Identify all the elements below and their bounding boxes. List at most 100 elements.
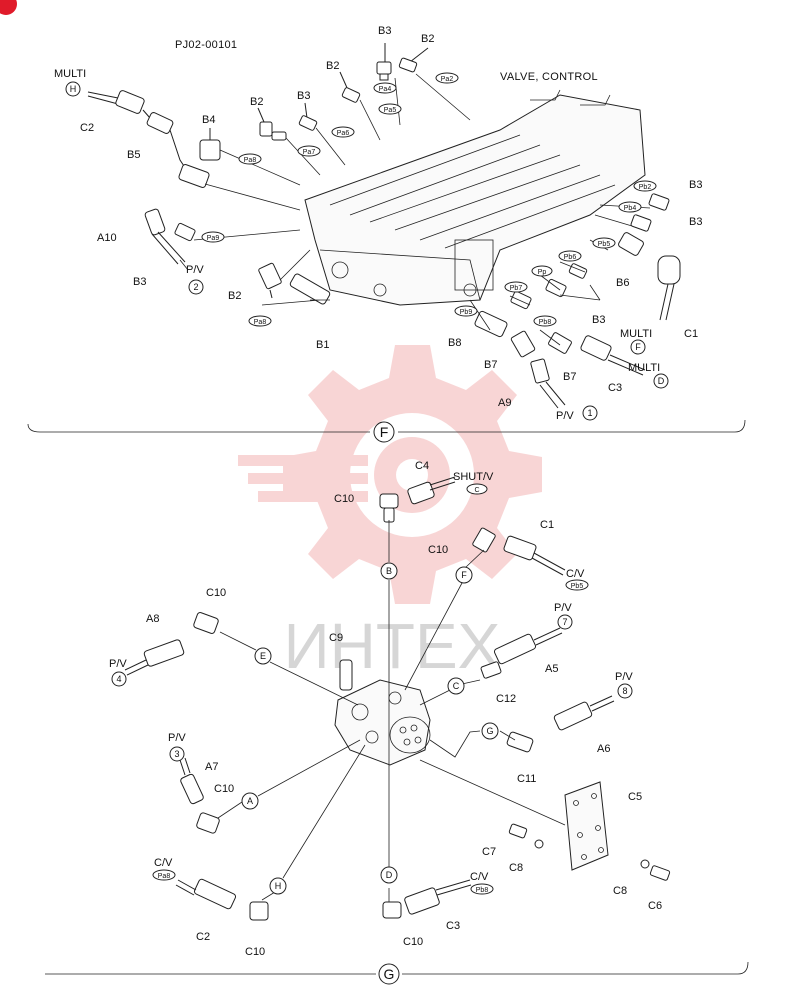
tag-pa8-g: Pa8 bbox=[158, 873, 171, 880]
corner-badge bbox=[0, 0, 17, 15]
label-multi-d: MULTI bbox=[628, 362, 660, 374]
label-cv-top: C/V bbox=[566, 568, 585, 580]
label-c8-left: C8 bbox=[509, 862, 523, 874]
label-b3-right-mid: B3 bbox=[689, 216, 702, 228]
label-b2-top: B2 bbox=[421, 33, 434, 45]
assembly-title: VALVE, CONTROL bbox=[500, 71, 598, 83]
view-g-circle bbox=[378, 963, 400, 985]
view-g-bracket bbox=[45, 961, 749, 975]
label-pv-7: P/V bbox=[554, 602, 572, 614]
label-b3-right-low: B3 bbox=[592, 314, 605, 326]
control-valve-body bbox=[304, 89, 646, 306]
tag-pa8-lower: Pa8 bbox=[254, 319, 267, 326]
circle-3: 3 bbox=[174, 749, 179, 759]
tag-pb9: Pb9 bbox=[460, 309, 473, 316]
label-b3-top: B3 bbox=[378, 25, 391, 37]
label-c2-f: C2 bbox=[80, 122, 94, 134]
label-c1-f: C1 bbox=[684, 328, 698, 340]
circle-d-f: D bbox=[658, 376, 665, 386]
tag-pb8: Pb8 bbox=[539, 319, 552, 326]
circle-g-small: G bbox=[486, 726, 493, 736]
watermark-text: ИНТЕХ bbox=[284, 610, 501, 682]
label-c6: C6 bbox=[648, 900, 662, 912]
tag-pa7: Pa7 bbox=[303, 149, 316, 156]
label-c2-g: C2 bbox=[196, 931, 210, 943]
label-c10-bottom: C10 bbox=[403, 936, 423, 948]
label-a9: A9 bbox=[498, 397, 511, 409]
tag-pa2: Pa2 bbox=[441, 76, 454, 83]
tag-pb4: Pb4 bbox=[624, 205, 637, 212]
label-multi-h: MULTI bbox=[54, 68, 86, 80]
label-c10-a7: C10 bbox=[214, 783, 234, 795]
tag-pb6: Pb6 bbox=[564, 254, 577, 261]
view-f-bracket bbox=[27, 419, 746, 433]
label-cv-bottom: C/V bbox=[470, 871, 489, 883]
label-a6: A6 bbox=[597, 743, 610, 755]
view-g-fittings bbox=[124, 476, 671, 921]
label-c10-left: C10 bbox=[206, 587, 226, 599]
circle-1: 1 bbox=[587, 408, 592, 418]
label-b2-lower: B2 bbox=[228, 290, 241, 302]
tag-pa4: Pa4 bbox=[379, 86, 392, 93]
circle-e: E bbox=[260, 651, 266, 661]
label-b5: B5 bbox=[127, 149, 140, 161]
label-b3-left: B3 bbox=[133, 276, 146, 288]
tag-pb5: Pb5 bbox=[598, 241, 611, 248]
label-c7: C7 bbox=[482, 846, 496, 858]
label-b1: B1 bbox=[316, 339, 329, 351]
document-code: PJ02-00101 bbox=[175, 39, 237, 51]
c5-mounting-plate bbox=[564, 781, 609, 871]
manifold-body bbox=[334, 659, 431, 766]
label-pv-3: P/V bbox=[168, 732, 186, 744]
label-c12: C12 bbox=[496, 693, 516, 705]
label-b7-left: B7 bbox=[484, 359, 497, 371]
view-f-circle-callouts: H 2 1 F D bbox=[65, 81, 669, 421]
label-c10-top: C10 bbox=[334, 493, 354, 505]
label-a8: A8 bbox=[146, 613, 159, 625]
circle-a: A bbox=[247, 796, 253, 806]
view-f-part-labels: B3 B2 B2 B3 B2 B4 MULTI C2 B5 A10 B3 P/V… bbox=[54, 25, 702, 422]
label-b2-elbow: B2 bbox=[250, 96, 263, 108]
view-f-port-tags: Pa2 Pa4 Pa5 Pa6 Pa7 Pa8 Pa9 Pa8 Pb2 Pb4 … bbox=[201, 72, 657, 327]
label-pv-4: P/V bbox=[109, 658, 127, 670]
circle-h-f: H bbox=[70, 84, 77, 94]
label-b3-mid: B3 bbox=[297, 90, 310, 102]
label-c10-right: C10 bbox=[428, 544, 448, 556]
view-g-leader-lines bbox=[217, 520, 566, 902]
label-b4: B4 bbox=[202, 114, 215, 126]
tag-pb5-g: Pb5 bbox=[571, 583, 584, 590]
label-a7: A7 bbox=[205, 761, 218, 773]
view-f-circle bbox=[373, 421, 395, 443]
tag-c: C bbox=[474, 487, 479, 494]
view-g-circle-callouts: B F E C G A H D 7 4 8 3 bbox=[111, 562, 633, 895]
tag-pb7: Pb7 bbox=[510, 285, 523, 292]
label-pv-1: P/V bbox=[556, 410, 574, 422]
label-c3-f: C3 bbox=[608, 382, 622, 394]
view-g-label: G bbox=[384, 966, 395, 982]
label-b6: B6 bbox=[616, 277, 629, 289]
view-g-part-labels: C4 SHUT/V C10 C1 C10 C/V C10 A8 P/V C9 P… bbox=[109, 460, 662, 958]
label-b8: B8 bbox=[448, 337, 461, 349]
label-b3-right-top: B3 bbox=[689, 179, 702, 191]
tag-pb2: Pb2 bbox=[639, 184, 652, 191]
tag-pa8: Pa8 bbox=[244, 157, 257, 164]
circle-2: 2 bbox=[193, 282, 198, 292]
label-b2-mid: B2 bbox=[326, 60, 339, 72]
circle-f-g: F bbox=[461, 570, 467, 580]
circle-d-g: D bbox=[386, 870, 393, 880]
circle-8: 8 bbox=[622, 686, 627, 696]
label-b7-right: B7 bbox=[563, 371, 576, 383]
view-f-fittings bbox=[87, 43, 681, 409]
circle-b: B bbox=[386, 566, 392, 576]
view-g-port-tags: C Pb5 Pa8 Pb8 bbox=[152, 483, 589, 895]
label-c3-g: C3 bbox=[446, 920, 460, 932]
label-a10: A10 bbox=[97, 232, 117, 244]
label-c1-g: C1 bbox=[540, 519, 554, 531]
circle-f-f: F bbox=[635, 342, 641, 352]
label-multi-f: MULTI bbox=[620, 328, 652, 340]
circle-c: C bbox=[453, 681, 460, 691]
circle-7: 7 bbox=[562, 617, 567, 627]
tag-pa5: Pa5 bbox=[384, 107, 397, 114]
label-pv-2: P/V bbox=[186, 264, 204, 276]
